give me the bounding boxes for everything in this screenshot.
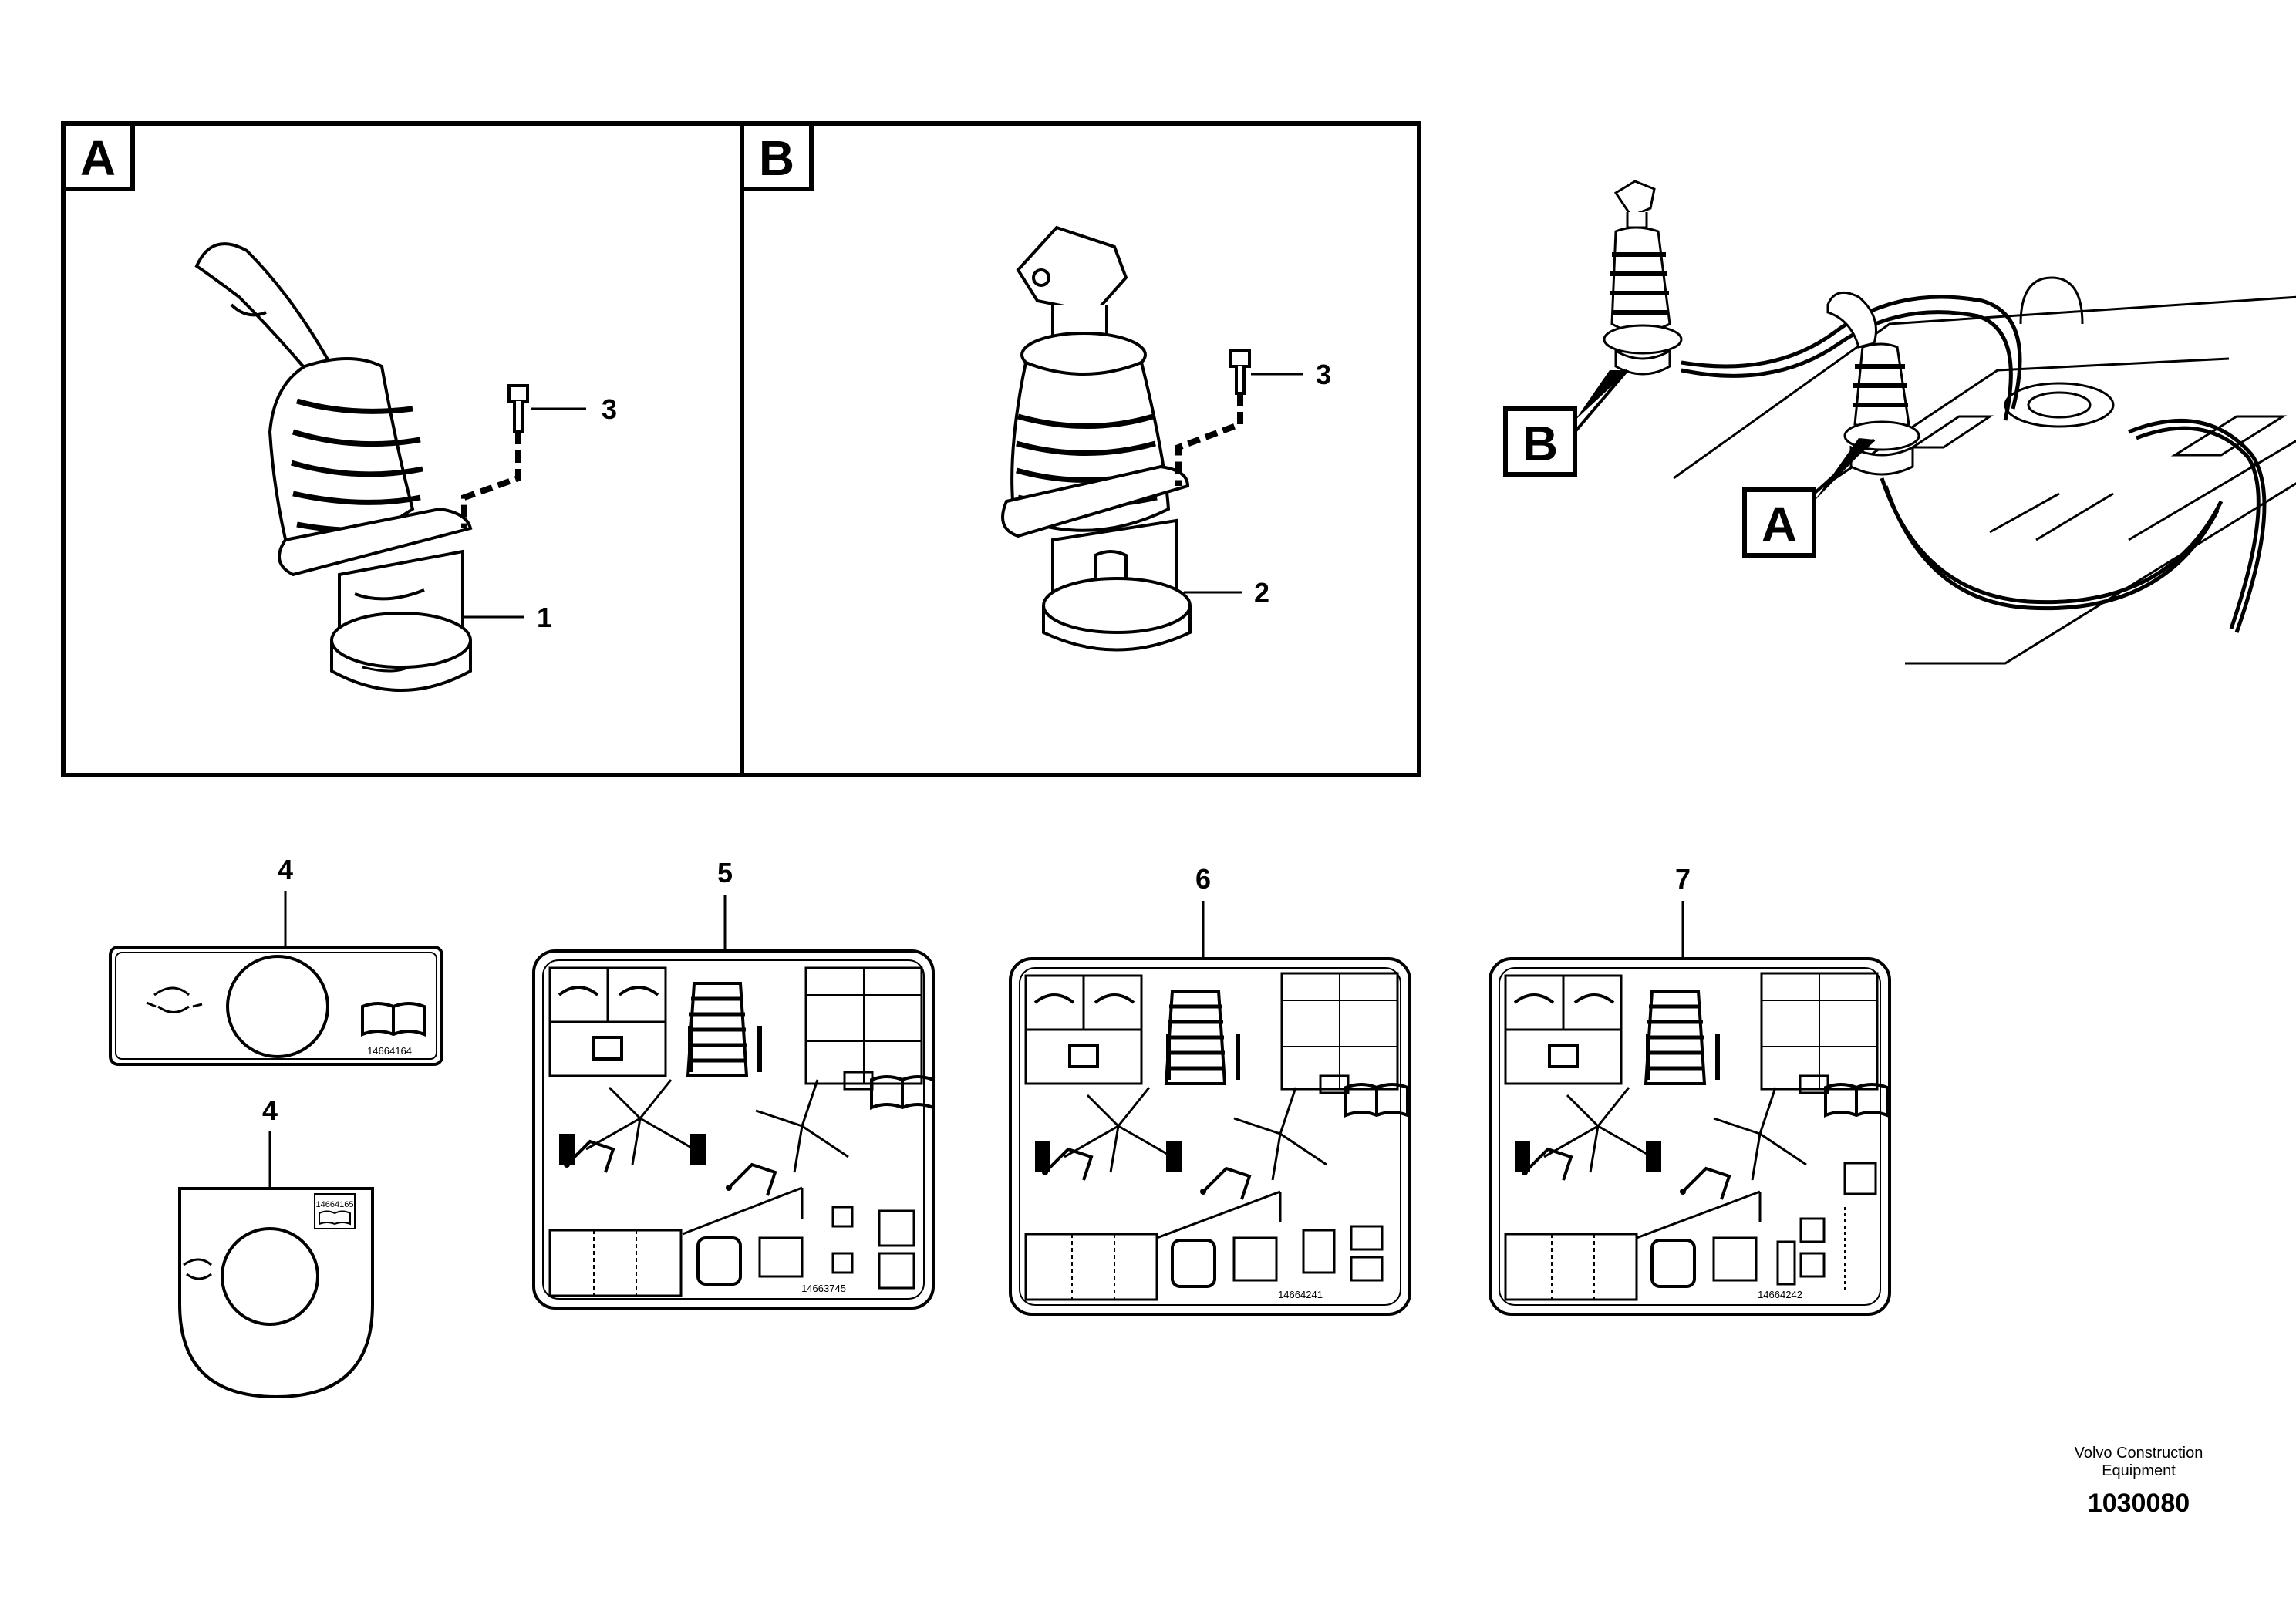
panel-b-frame <box>740 121 1421 777</box>
panel-b-letter: B <box>759 130 794 186</box>
decal-6 <box>1009 957 1411 1316</box>
overview-tag-a-box <box>1742 487 1816 558</box>
callout-4-top: 4 <box>278 854 293 885</box>
decal-4-round <box>178 1187 374 1399</box>
panel-a-frame <box>61 121 744 777</box>
callout-4-bottom: 4 <box>262 1094 278 1126</box>
panel-a-tag-box <box>61 121 135 191</box>
decal-5-code: 14663745 <box>801 1283 846 1294</box>
decal-6-code: 14664241 <box>1278 1289 1323 1300</box>
callout-7: 7 <box>1675 863 1691 895</box>
overview-tag-b: B <box>1522 416 1558 471</box>
overview-leader-a <box>1814 438 1874 501</box>
cab-overview-illustration <box>1603 180 2296 665</box>
decal-5 <box>532 949 935 1310</box>
panel-a-letter: A <box>80 130 116 186</box>
bolt-a-illustration <box>461 384 529 528</box>
bolt-b-illustration <box>1175 349 1251 486</box>
decal-4-rect <box>109 946 443 1066</box>
drawing-number: 1030080 <box>2088 1489 2190 1518</box>
overview-tag-b-box <box>1503 406 1577 477</box>
decal-7 <box>1489 957 1891 1316</box>
callout-5: 5 <box>717 857 733 889</box>
callout-6: 6 <box>1195 863 1211 895</box>
decal-4-bottom-code: 14664165 <box>316 1200 354 1209</box>
decal-7-code: 14664242 <box>1758 1289 1802 1300</box>
panel-b-tag-box <box>740 121 814 191</box>
overview-leader-b-line <box>1573 369 1629 433</box>
decal-4-top-code: 14664164 <box>367 1045 412 1057</box>
callout-2: 2 <box>1254 577 1269 609</box>
footer-brand-line1: Volvo Construction <box>2075 1445 2203 1462</box>
joystick-left-illustration <box>194 242 473 692</box>
callout-3a: 3 <box>602 393 617 425</box>
joystick-right-illustration <box>1001 225 1192 652</box>
overview-tag-a: A <box>1762 497 1797 552</box>
callout-3b: 3 <box>1316 359 1331 390</box>
callout-1: 1 <box>537 602 552 633</box>
footer-brand-line2: Equipment <box>2102 1462 2176 1479</box>
